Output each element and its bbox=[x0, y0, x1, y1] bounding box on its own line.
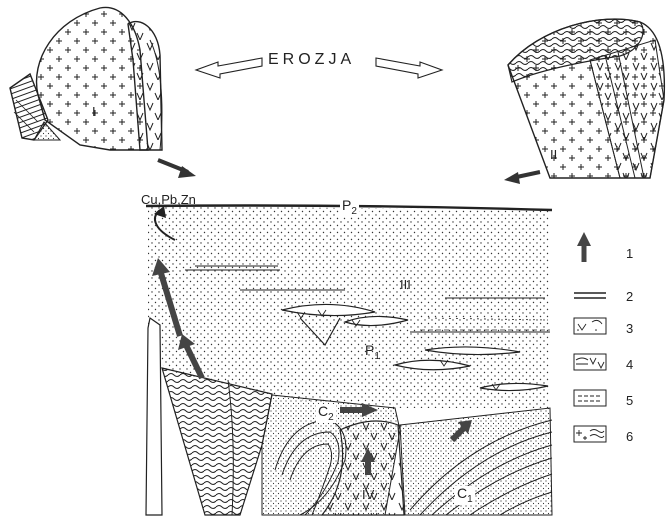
block-label-i: I bbox=[92, 105, 96, 118]
stratum-label-p2: P2 bbox=[340, 198, 359, 217]
sedimentary-basin bbox=[146, 206, 552, 409]
block-label-iii: III bbox=[400, 278, 411, 291]
legend-number-4: 4 bbox=[626, 358, 633, 371]
stratum-label-c1: C1 bbox=[455, 486, 475, 505]
block-label-ii: II bbox=[550, 148, 557, 161]
legend-number-1: 1 bbox=[626, 247, 633, 260]
legend-number-6: 6 bbox=[626, 430, 633, 443]
block-label-iv: IV bbox=[362, 488, 374, 501]
stratum-label-c2: C2 bbox=[316, 404, 336, 423]
erosion-arrows bbox=[158, 58, 540, 184]
ore-elements-label: Cu,Pb,Zn bbox=[141, 193, 196, 206]
legend-number-2: 2 bbox=[626, 290, 633, 303]
left-eroded-block bbox=[10, 7, 162, 150]
stratum-label-p1: P1 bbox=[365, 343, 380, 362]
legend-symbols bbox=[574, 232, 606, 442]
legend-symbol-double-line bbox=[574, 293, 606, 298]
legend-symbol-layers bbox=[574, 390, 606, 406]
folded-strata bbox=[262, 395, 552, 515]
right-eroded-block bbox=[508, 19, 664, 178]
legend-number-5: 5 bbox=[626, 394, 633, 407]
erosion-title: EROZJA bbox=[268, 52, 355, 68]
legend-number-3: 3 bbox=[626, 322, 633, 335]
